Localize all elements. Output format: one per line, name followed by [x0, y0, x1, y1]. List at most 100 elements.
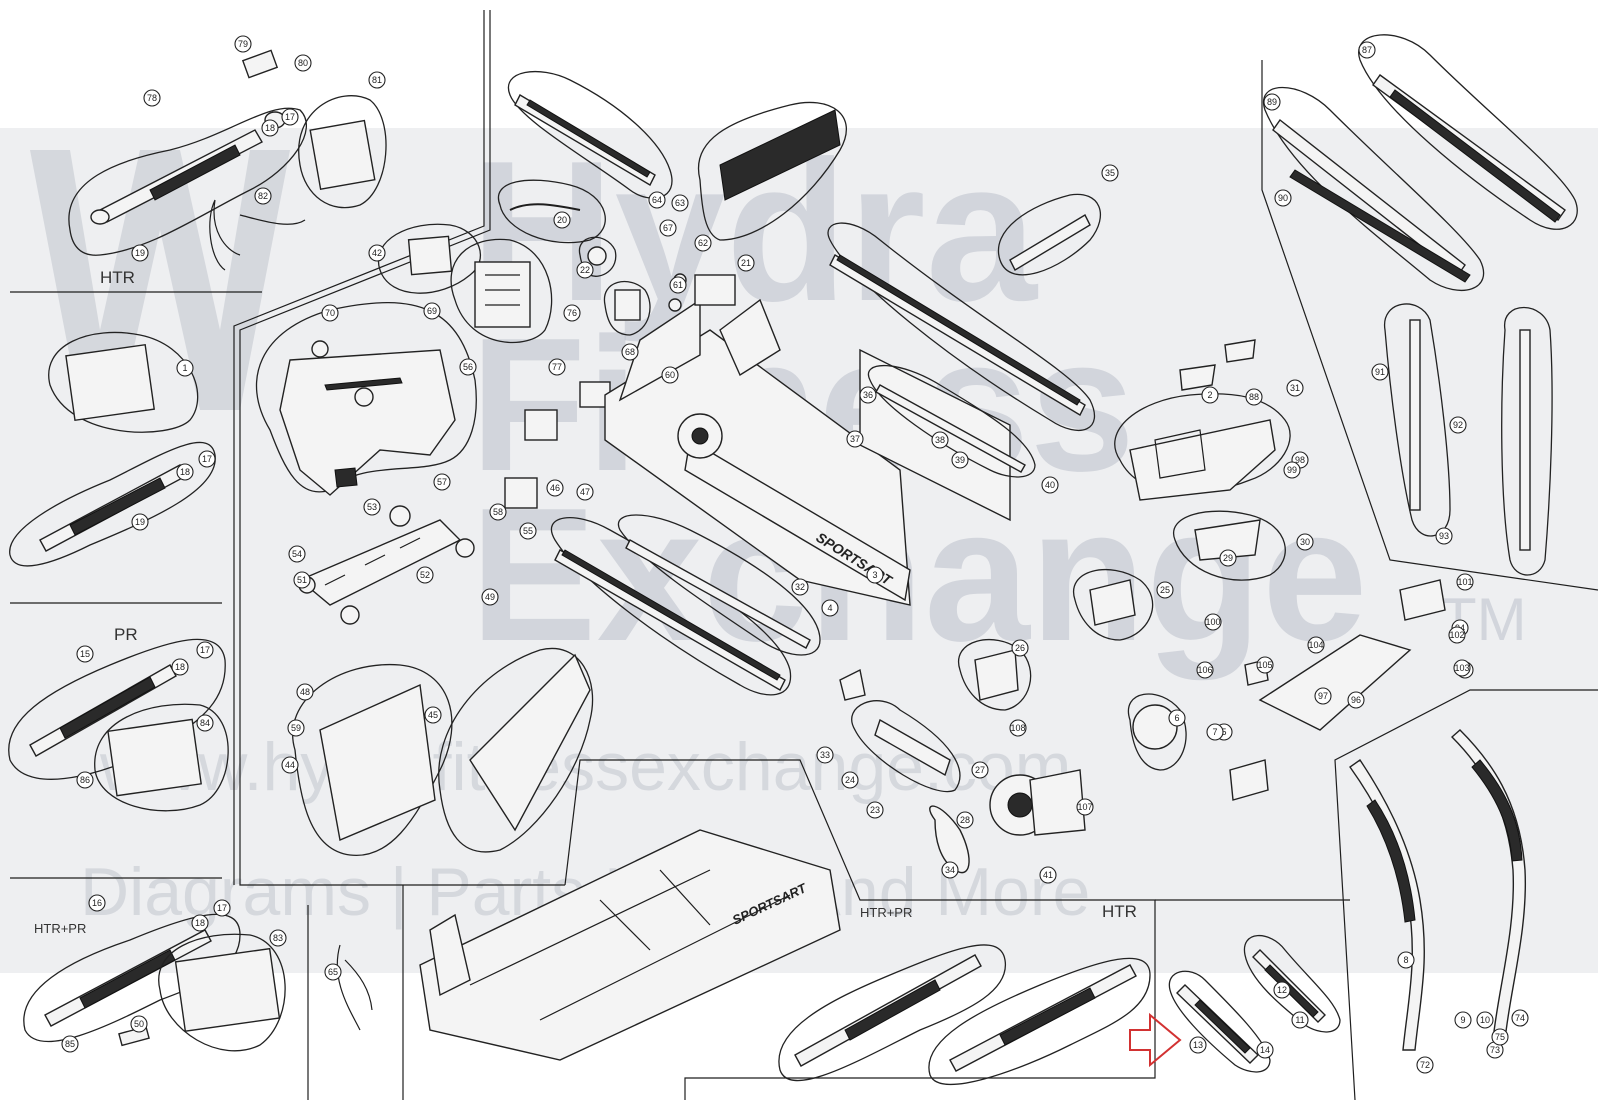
callout-60: 60 — [661, 366, 679, 384]
callout-49: 49 — [481, 588, 499, 606]
svg-text:18: 18 — [265, 123, 275, 133]
svg-text:26: 26 — [1015, 643, 1025, 653]
svg-text:49: 49 — [485, 592, 495, 602]
callout-101: 101 — [1456, 573, 1474, 591]
long-side-rails — [550, 222, 1096, 696]
callout-12: 12 — [1273, 981, 1291, 999]
svg-text:60: 60 — [665, 370, 675, 380]
right-handrail-group — [1262, 34, 1578, 292]
relay-block — [694, 274, 736, 306]
upright-posts-group — [1384, 303, 1553, 576]
svg-text:7: 7 — [1212, 727, 1217, 737]
callout-56: 56 — [459, 358, 477, 376]
svg-text:89: 89 — [1267, 97, 1277, 107]
callout-16: 16 — [88, 894, 106, 912]
svg-text:18: 18 — [175, 662, 185, 672]
callout-84: 84 — [196, 714, 214, 732]
svg-text:107: 107 — [1077, 802, 1092, 812]
svg-text:70: 70 — [325, 308, 335, 318]
callout-53: 53 — [363, 498, 381, 516]
svg-text:97: 97 — [1318, 691, 1328, 701]
callout-48: 48 — [296, 683, 314, 701]
callout-106: 106 — [1196, 661, 1214, 679]
callout-65: 65 — [324, 963, 342, 981]
callout-51: 51 — [293, 571, 311, 589]
callout-63: 63 — [671, 194, 689, 212]
svg-text:29: 29 — [1223, 553, 1233, 563]
svg-text:65: 65 — [328, 967, 338, 977]
callout-67: 67 — [659, 219, 677, 237]
callout-19: 19 — [131, 513, 149, 531]
svg-text:9: 9 — [1460, 1015, 1465, 1025]
callout-14: 14 — [1256, 1041, 1274, 1059]
svg-text:55: 55 — [523, 526, 533, 536]
callout-88: 88 — [1245, 388, 1263, 406]
controller-group — [377, 179, 606, 344]
svg-text:47: 47 — [580, 487, 590, 497]
upright-post-right — [1519, 329, 1531, 551]
svg-text:27: 27 — [975, 765, 985, 775]
front-cross-member — [1258, 634, 1412, 731]
callout-31: 31 — [1286, 379, 1304, 397]
callout-47: 47 — [576, 483, 594, 501]
svg-text:102: 102 — [1449, 630, 1464, 640]
callout-96: 96 — [1347, 691, 1365, 709]
svg-text:62: 62 — [698, 238, 708, 248]
callout-50: 50 — [130, 1015, 148, 1033]
callout-85: 85 — [61, 1035, 79, 1053]
callout-45: 45 — [424, 706, 442, 724]
callout-9: 9 — [1454, 1011, 1472, 1029]
callout-102: 102 — [1448, 626, 1466, 644]
svg-text:36: 36 — [863, 390, 873, 400]
callout-55: 55 — [519, 522, 537, 540]
svg-text:35: 35 — [1105, 168, 1115, 178]
callout-59: 59 — [287, 719, 305, 737]
callout-24: 24 — [841, 771, 859, 789]
upright-post-left — [1409, 319, 1421, 511]
callout-52: 52 — [416, 566, 434, 584]
callout-22: 22 — [576, 261, 594, 279]
svg-text:17: 17 — [217, 903, 227, 913]
callout-79: 79 — [234, 35, 252, 53]
callout-41: 41 — [1039, 866, 1057, 884]
svg-text:88: 88 — [1249, 392, 1259, 402]
callout-35: 35 — [1101, 164, 1119, 182]
callout-30: 30 — [1296, 533, 1314, 551]
htr-handlebar-group — [68, 49, 387, 271]
svg-text:96: 96 — [1351, 695, 1361, 705]
callout-46: 46 — [546, 479, 564, 497]
svg-text:54: 54 — [292, 549, 302, 559]
svg-text:17: 17 — [285, 112, 295, 122]
svg-text:17: 17 — [202, 454, 212, 464]
svg-text:77: 77 — [552, 362, 562, 372]
callout-23: 23 — [866, 801, 884, 819]
callout-21: 21 — [737, 254, 755, 272]
callout-18: 18 — [171, 658, 189, 676]
callout-81: 81 — [368, 71, 386, 89]
section-label-pr: PR — [114, 625, 138, 644]
svg-text:87: 87 — [1362, 45, 1372, 55]
svg-text:30: 30 — [1300, 537, 1310, 547]
flywheel — [1132, 704, 1178, 750]
svg-text:5: 5 — [1221, 727, 1226, 737]
callout-42: 42 — [368, 244, 386, 262]
svg-text:104: 104 — [1308, 640, 1323, 650]
svg-text:85: 85 — [65, 1039, 75, 1049]
misc-parts — [292, 236, 736, 856]
svg-text:25: 25 — [1160, 585, 1170, 595]
callout-13: 13 — [1189, 1036, 1207, 1054]
svg-text:34: 34 — [945, 865, 955, 875]
svg-text:79: 79 — [238, 39, 248, 49]
watermark-line-3: Exchange — [470, 469, 1368, 681]
callout-69: 69 — [423, 302, 441, 320]
long-handles-group — [1349, 729, 1527, 1051]
svg-text:10: 10 — [1480, 1015, 1490, 1025]
callout-26: 26 — [1011, 639, 1029, 657]
svg-text:41: 41 — [1043, 870, 1053, 880]
svg-text:99: 99 — [1287, 465, 1297, 475]
svg-text:72: 72 — [1420, 1060, 1430, 1070]
callout-7: 7 — [1206, 723, 1224, 741]
drive-motor-group — [839, 568, 1187, 874]
transformer-2 — [504, 477, 538, 509]
